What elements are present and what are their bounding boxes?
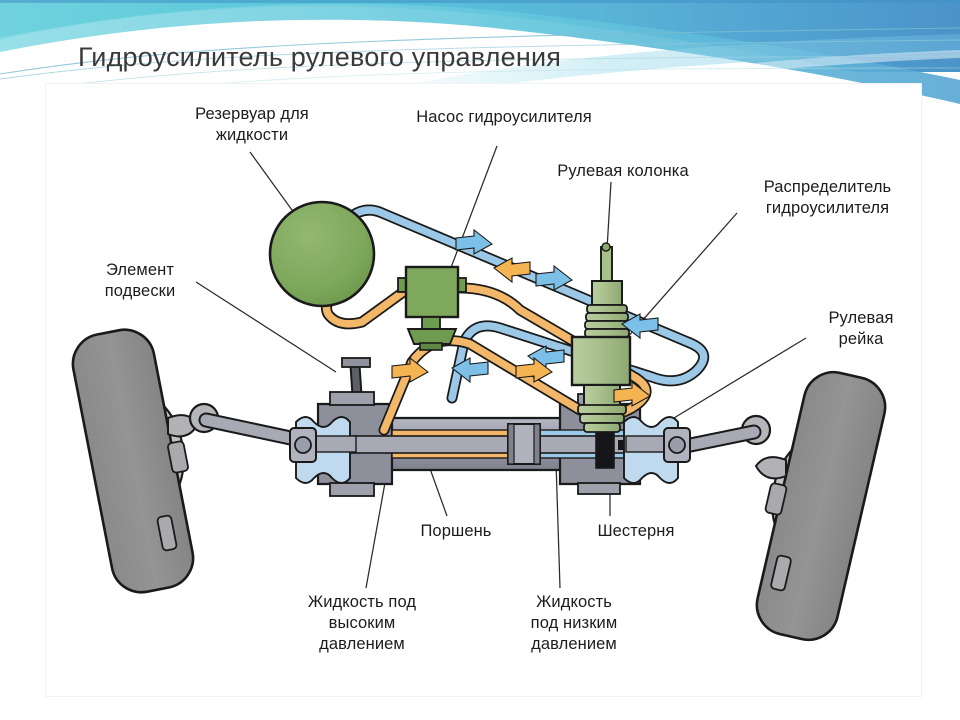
left-tie-rod-fill	[200, 414, 306, 446]
leader-pump	[443, 145, 498, 287]
rack-mount-tab-bottom	[329, 482, 375, 497]
steering-column-shaft-top	[600, 246, 613, 286]
rack-mount-tab-top	[329, 391, 375, 406]
rack-boots	[289, 416, 691, 484]
arrow-high-pressure-4	[515, 356, 553, 383]
steering-column-lower-bellows	[577, 404, 627, 433]
leader-suspension	[195, 281, 337, 373]
header-top-rule	[0, 0, 960, 3]
label-pinion-gear: Шестерня	[597, 522, 675, 540]
left-wheel	[71, 328, 220, 594]
left-wheel-bracket-upper	[167, 440, 189, 474]
label-pump: Насос гидроусилителя	[416, 108, 592, 126]
right-boot-clamp-hole	[668, 436, 686, 454]
label-reservoir: Резервуар для жидкости	[195, 105, 309, 144]
header-hairline-2	[0, 39, 960, 80]
header-decoration	[0, 0, 960, 108]
pump-body	[404, 265, 460, 319]
arrow-low-pressure-2	[535, 264, 573, 291]
leader-rack	[663, 337, 807, 425]
steering-column-tip	[601, 242, 611, 252]
label-low-pressure-fluid: Жидкость под низким давлением	[530, 593, 618, 653]
fluid-reservoir	[268, 200, 376, 308]
arrow-low-pressure-5	[451, 357, 489, 384]
arrow-high-pressure-3	[613, 380, 651, 407]
rack-piston-ring-1	[507, 423, 515, 465]
arrow-low-pressure-3	[621, 313, 659, 340]
arrow-high-pressure-5	[391, 356, 429, 383]
pump-neck	[421, 316, 441, 330]
left-boot-clamp-hole	[294, 436, 312, 454]
label-suspension-element: Элемент подвески	[104, 261, 176, 300]
header-arc-2	[430, 50, 960, 108]
control-valve-body	[570, 335, 632, 387]
flow-arrows	[391, 228, 659, 407]
header-hairline-3	[59, 55, 960, 87]
steering-column-upper-block	[591, 280, 623, 306]
right-rack-boot	[623, 416, 691, 484]
right-wheel-bracket-upper	[764, 482, 788, 516]
arrow-high-pressure-1	[493, 257, 531, 284]
header-arc-1	[300, 34, 960, 108]
label-steering-rack: Рулевая рейка	[828, 309, 894, 348]
label-piston: Поршень	[420, 522, 492, 540]
arrow-low-pressure-1	[455, 228, 493, 255]
pump-pulley-hub	[419, 342, 443, 351]
left-wheel-bracket-lower	[156, 514, 178, 552]
label-high-pressure-fluid: Жидкость под высоким давлением	[307, 593, 417, 653]
right-wheel	[740, 370, 887, 642]
label-control-valve: Распределитель гидроусилителя	[763, 178, 892, 217]
right-wheel-hub	[754, 456, 787, 480]
left-suspension-top-plate	[341, 357, 371, 368]
leader-lines	[195, 145, 807, 589]
label-steering-column: Рулевая колонка	[557, 162, 689, 180]
header-swoosh-white	[0, 6, 960, 108]
power-steering-pump	[397, 265, 467, 351]
rack-piston-ring-2	[533, 423, 541, 465]
leader-low-pressure	[555, 461, 561, 589]
steering-column-bellows	[584, 304, 630, 338]
right-wheel-bracket-lower	[770, 554, 792, 592]
left-rack-boot	[289, 416, 357, 484]
pump-pulley	[406, 328, 458, 345]
header-hairline-1	[0, 27, 960, 75]
page-title: Гидроусилитель рулевого управления	[78, 42, 562, 72]
rack-valve-tab-bottom	[577, 482, 621, 495]
